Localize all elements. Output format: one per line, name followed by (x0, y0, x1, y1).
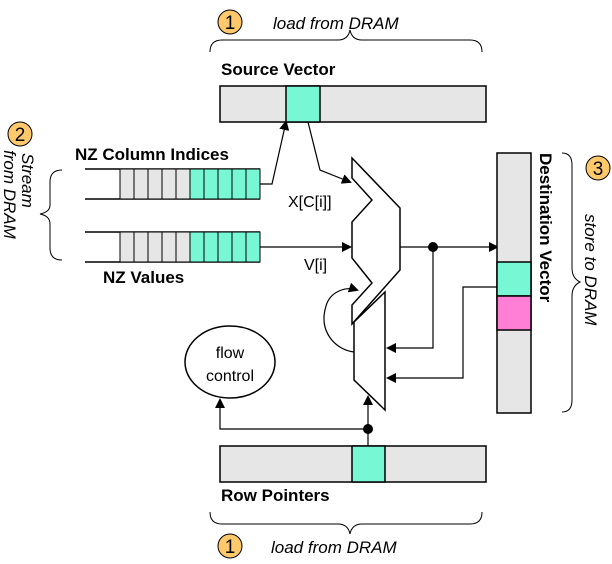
source-vector-array (219, 85, 487, 123)
destination-to-mux-arrow (386, 286, 497, 383)
bottom-brace (209, 511, 483, 535)
nz-column-indices-queue (85, 168, 261, 200)
step-2: 2 Stream from DRAM (0, 121, 37, 240)
step-3-text: store to DRAM (581, 214, 600, 326)
flow-control-node (184, 325, 276, 399)
nz-column-indices-label: NZ Column Indices (75, 145, 229, 164)
step-1b-number: 1 (225, 537, 236, 558)
source-vector-active-cell (285, 85, 321, 123)
multiplier-unit (351, 156, 401, 326)
v-i-label: V[i] (304, 257, 327, 274)
step-1b-text: load from DRAM (271, 538, 397, 557)
row-pointers-label: Row Pointers (221, 486, 330, 505)
source-to-mult-arrow (307, 121, 352, 184)
nz-values-queue (85, 231, 261, 263)
nz-values-label: NZ Values (103, 268, 184, 287)
step-2-line2: from DRAM (0, 150, 19, 240)
source-vector (219, 85, 487, 123)
right-brace (561, 152, 582, 413)
top-brace (209, 29, 483, 53)
destination-vector-label: Destination Vector (536, 153, 555, 303)
source-vector-label: Source Vector (221, 60, 336, 79)
step-1-bottom: 1 load from DRAM (217, 533, 397, 559)
destination-vector (496, 152, 532, 414)
step-1b-badge-icon (217, 533, 243, 559)
step-1-badge-icon (217, 9, 243, 35)
step-1-text: load from DRAM (273, 14, 399, 33)
result-feedback-arrow (386, 247, 434, 353)
step-2-number: 2 (15, 125, 26, 146)
step-2-badge-icon (7, 121, 33, 147)
step-3-number: 3 (593, 159, 604, 180)
step-1-top: 1 load from DRAM (217, 9, 399, 35)
destination-pink-cell (496, 295, 532, 331)
flow-control-line1: flow (216, 345, 245, 362)
row-pointers-active-cell (351, 445, 386, 483)
mux-unit (353, 290, 386, 412)
step-3-badge-icon (585, 155, 611, 181)
step-1-number: 1 (225, 13, 236, 34)
x-ci-label: X[C[i]] (288, 194, 332, 211)
col-index-to-source-arrow (260, 120, 290, 185)
left-brace (39, 169, 63, 261)
destination-active-cell (496, 261, 532, 297)
flow-control-line2: control (206, 368, 254, 385)
row-pointer-to-flow-arrow (215, 398, 368, 430)
mux-to-mult-arrow (323, 282, 359, 353)
row-pointers (219, 445, 487, 483)
step-2-line1: Stream (18, 153, 37, 208)
step-3: 3 store to DRAM (581, 155, 611, 326)
